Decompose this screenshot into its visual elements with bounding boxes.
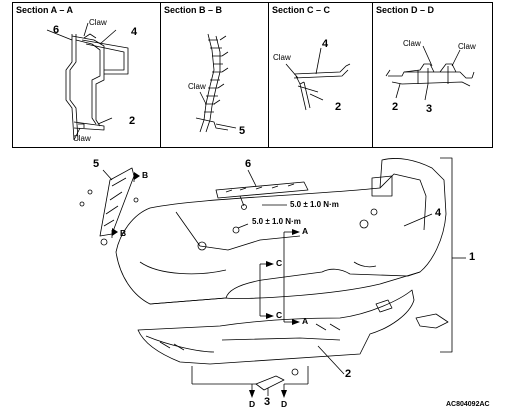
torque-spec-lower: 5.0 ± 1.0 N·m [252, 217, 301, 226]
section-d-cell: Section D – D Claw Claw 2 3 [373, 3, 492, 147]
section-b-cell: Section B – B Claw 5 [161, 3, 269, 147]
section-c-drawing [285, 47, 351, 111]
section-mark-b-lower: B [120, 228, 127, 238]
section-d-callout-3: 3 [426, 103, 433, 115]
section-b-callout-5: 5 [239, 125, 246, 137]
section-d-title: Section D – D [376, 5, 435, 15]
section-mark-a-upper: A [302, 226, 309, 236]
section-arrowheads [112, 172, 300, 398]
section-mark-c-upper: C [276, 258, 283, 268]
section-mark-d-left: D [249, 399, 256, 409]
callout-2: 2 [345, 368, 352, 380]
section-views-table: Section A – A Claw Claw 6 4 2 Section B … [12, 2, 493, 148]
section-c-claw-label: Claw [273, 53, 291, 62]
section-mark-b-upper: B [142, 170, 149, 180]
callout-3: 3 [264, 396, 271, 408]
section-c-cell: Section C – C Claw 4 2 [269, 3, 373, 147]
section-a-claw-label-bottom: Claw [73, 134, 91, 143]
callout-4: 4 [435, 207, 442, 219]
section-d-callout-2: 2 [392, 101, 399, 113]
bottom-clip-drawing [255, 368, 299, 391]
section-a-cell: Section A – A Claw Claw 6 4 2 [13, 3, 161, 147]
section-c-title: Section C – C [272, 5, 331, 15]
leader-lines [102, 169, 433, 396]
section-a-title: Section A – A [16, 5, 74, 15]
section-d-drawing [385, 45, 475, 101]
drawing-code: AC804092AC [446, 401, 490, 408]
section-mark-a-lower: A [302, 316, 309, 326]
section-a-callout-6: 6 [53, 24, 60, 36]
upper-bracket-drawing [215, 181, 309, 234]
lower-diffuser-drawing [137, 289, 449, 365]
section-a-callout-4: 4 [131, 26, 138, 38]
section-a-callout-2: 2 [129, 115, 136, 127]
section-b-drawing [195, 33, 237, 133]
callout-1: 1 [469, 251, 476, 263]
section-cut-lines [111, 174, 309, 392]
assembly-bracket [440, 157, 453, 353]
callout-5: 5 [93, 158, 100, 170]
section-mark-d-right: D [281, 399, 288, 409]
callout-6: 6 [245, 158, 252, 170]
section-b-title: Section B – B [164, 5, 223, 15]
section-c-callout-4: 4 [322, 38, 329, 50]
section-mark-c-lower: C [276, 310, 283, 320]
torque-spec-upper: 5.0 ± 1.0 N·m [290, 200, 339, 209]
section-d-claw-label-left: Claw [403, 39, 421, 48]
section-d-claw-label-right: Claw [458, 42, 476, 51]
section-a-claw-label-top: Claw [89, 18, 107, 27]
section-c-callout-2: 2 [335, 101, 342, 113]
side-bracket-drawing [79, 167, 139, 246]
section-a-drawing [46, 22, 129, 141]
section-b-claw-label: Claw [188, 82, 206, 91]
bumper-face-drawing [115, 158, 447, 305]
